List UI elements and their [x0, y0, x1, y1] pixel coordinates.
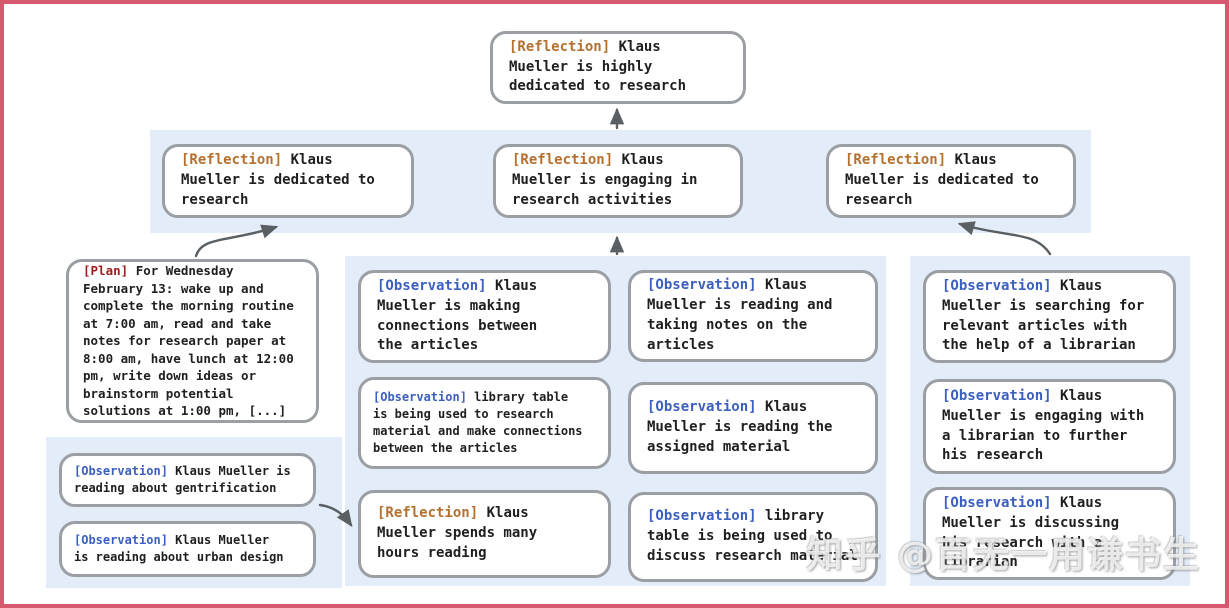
observation-tag: [Observation]	[647, 508, 757, 525]
observation-tag: [Observation]	[373, 390, 467, 405]
memory-node-obs-making-connections: [Observation] Klaus Mueller is making co…	[358, 270, 611, 363]
reflection-tag: [Reflection]	[509, 38, 611, 55]
node-text: Klaus Mueller is reading and taking note…	[647, 277, 833, 353]
observation-tag: [Observation]	[377, 277, 487, 294]
node-text: Klaus Mueller is engaging in research ac…	[512, 152, 698, 208]
observation-tag: [Observation]	[74, 533, 168, 548]
observation-tag: [Observation]	[942, 387, 1052, 404]
reflection-tag: [Reflection]	[845, 152, 947, 169]
memory-node-obs-taking-notes: [Observation] Klaus Mueller is reading a…	[628, 270, 878, 362]
node-text: Klaus Mueller is highly dedicated to res…	[509, 38, 687, 95]
memory-node-obs-discussing-librarian: [Observation] Klaus Mueller is discussin…	[923, 487, 1176, 580]
node-text: Klaus Mueller spends many hours reading	[377, 505, 538, 561]
memory-node-reflection-middle: [Reflection] Klaus Mueller is engaging i…	[493, 144, 743, 218]
memory-node-reflection-hours-reading: [Reflection] Klaus Mueller spends many h…	[358, 490, 611, 578]
memory-node-plan: [Plan] For Wednesday February 13: wake u…	[66, 259, 319, 423]
reflection-tag: [Reflection]	[181, 152, 283, 169]
memory-node-obs-searching-articles: [Observation] Klaus Mueller is searching…	[923, 270, 1176, 363]
node-text: Klaus Mueller is discussing his research…	[942, 494, 1120, 571]
node-text: Klaus Mueller is reading about gentrific…	[74, 464, 291, 495]
observation-tag: [Observation]	[647, 399, 757, 416]
node-text: Klaus Mueller is dedicated to research	[181, 152, 375, 208]
plan-tag: [Plan]	[83, 263, 129, 279]
node-text: Klaus Mueller is reading about urban des…	[74, 533, 284, 564]
observation-tag: [Observation]	[942, 277, 1052, 294]
memory-node-obs-assigned-material: [Observation] Klaus Mueller is reading t…	[628, 382, 878, 474]
node-text: Klaus Mueller is searching for relevant …	[942, 277, 1145, 354]
memory-node-reflection-right: [Reflection] Klaus Mueller is dedicated …	[826, 144, 1076, 218]
observation-tag: [Observation]	[647, 277, 757, 294]
memory-node-reflection-left: [Reflection] Klaus Mueller is dedicated …	[162, 144, 414, 218]
node-text: Klaus Mueller is dedicated to research	[845, 152, 1039, 208]
node-text: library table is being used to research …	[373, 390, 583, 455]
reflection-tag: [Reflection]	[377, 505, 479, 522]
observation-tag: [Observation]	[942, 494, 1052, 511]
memory-node-obs-library-table-discuss: [Observation] library table is being use…	[628, 492, 878, 582]
memory-node-top-reflection: [Reflection] Klaus Mueller is highly ded…	[490, 31, 746, 104]
node-text: library table is being used to discuss r…	[647, 508, 858, 564]
node-text: Klaus Mueller is reading the assigned ma…	[647, 399, 833, 455]
observation-tag: [Observation]	[74, 464, 168, 479]
node-text: For Wednesday February 13: wake up and c…	[83, 263, 294, 419]
reflection-tag: [Reflection]	[512, 152, 614, 169]
memory-node-obs-urban-design: [Observation] Klaus Mueller is reading a…	[59, 521, 316, 577]
memory-node-obs-library-table-research: [Observation] library table is being use…	[358, 377, 611, 469]
memory-node-obs-engaging-librarian: [Observation] Klaus Mueller is engaging …	[923, 379, 1176, 474]
node-text: Klaus Mueller is making connections betw…	[377, 277, 538, 354]
node-text: Klaus Mueller is engaging with a librari…	[942, 387, 1145, 464]
memory-node-obs-gentrification: [Observation] Klaus Mueller is reading a…	[59, 453, 316, 507]
